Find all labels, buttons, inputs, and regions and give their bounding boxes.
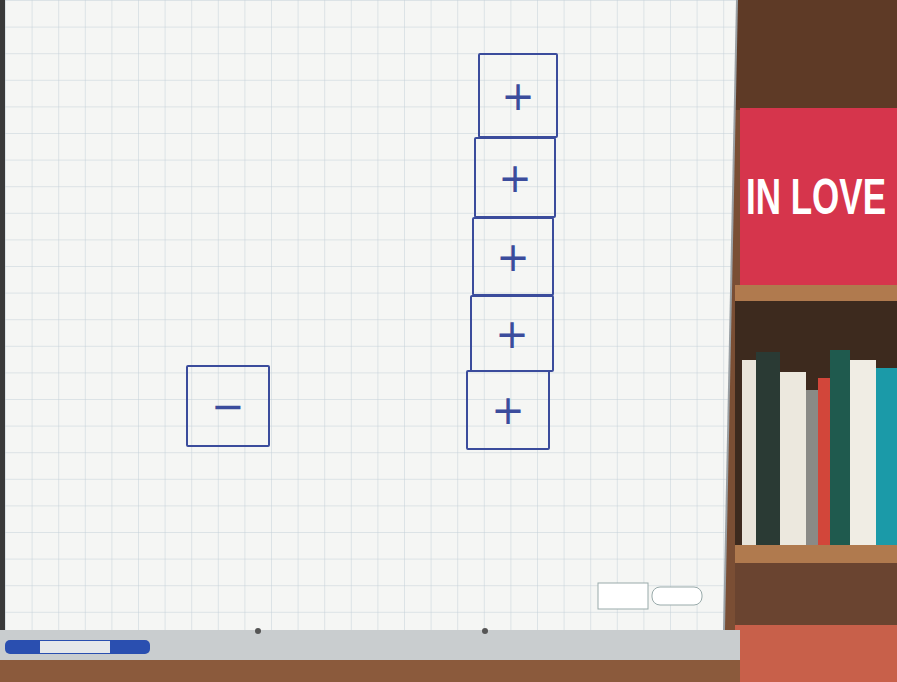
tray-screw (482, 628, 488, 634)
book-spine (876, 368, 897, 545)
floor (0, 660, 740, 682)
paper-grid (5, 0, 737, 632)
process-box: + (474, 137, 556, 218)
book-spine (742, 360, 756, 545)
shelf-plank (735, 285, 897, 301)
book-spine (756, 352, 780, 545)
book-spine (780, 372, 806, 545)
tray-screw (255, 628, 261, 634)
box-print: IN LOVE (746, 172, 886, 222)
red-object (735, 625, 897, 682)
red-box (740, 108, 897, 288)
book-spine (850, 360, 876, 545)
shelf-plank (735, 545, 897, 563)
paper-logo (598, 583, 648, 609)
process-box: + (472, 217, 554, 296)
shelf-back (735, 563, 897, 682)
paper-sheet (5, 0, 737, 632)
easel-tray (0, 630, 740, 662)
book-spine (806, 390, 818, 545)
box-symbol: + (495, 314, 529, 354)
book-spine (818, 378, 830, 545)
marker-pen (5, 640, 150, 654)
process-box: + (466, 370, 550, 450)
shelf-back (735, 301, 897, 561)
box-symbol: + (491, 390, 525, 430)
paper-logo (652, 587, 702, 605)
paper-edge (724, 0, 737, 630)
shelf-back (735, 0, 897, 110)
process-box: − (186, 365, 270, 447)
box-symbol: − (211, 386, 245, 426)
process-box: + (478, 53, 558, 138)
marker-label (40, 641, 110, 653)
book-spine (830, 350, 850, 545)
box-symbol: + (496, 237, 530, 277)
box-symbol: + (501, 76, 535, 116)
box-symbol: + (498, 158, 532, 198)
process-box: + (470, 295, 554, 372)
